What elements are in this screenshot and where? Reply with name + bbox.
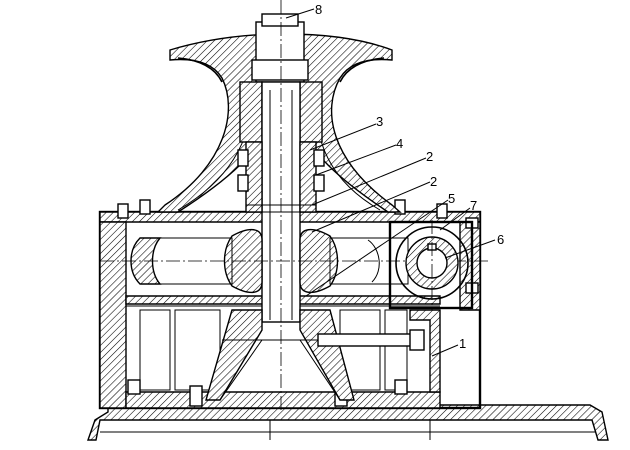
bushings	[237, 141, 325, 213]
callout-8: 8	[315, 2, 322, 17]
base-plate	[87, 404, 609, 441]
worm-gear	[388, 220, 474, 310]
callout-2-upper: 2	[426, 149, 433, 164]
callout-2-lower: 2	[430, 174, 437, 189]
callout-1: 1	[459, 336, 466, 351]
callout-3: 3	[376, 114, 383, 129]
callout-7: 7	[470, 198, 477, 213]
callout-4: 4	[396, 136, 403, 151]
callout-5: 5	[448, 191, 455, 206]
leader-lines	[285, 8, 496, 357]
pedestal	[205, 309, 425, 401]
callout-6: 6	[497, 232, 504, 247]
